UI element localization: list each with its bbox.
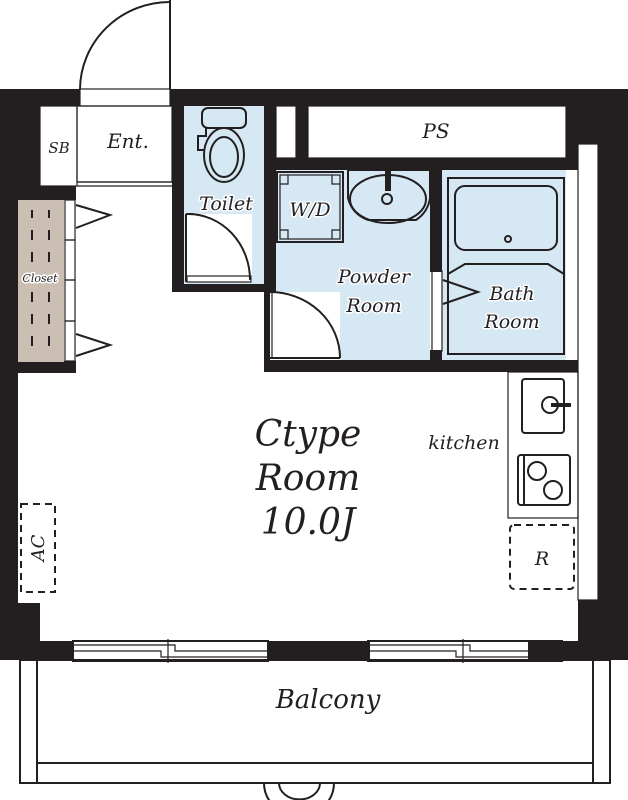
toilet-label: Toilet (199, 193, 253, 215)
bath-room-label-1: Bath (488, 283, 534, 305)
closet-doors[interactable] (64, 199, 114, 362)
room-name-label: Room (255, 458, 361, 499)
shoe-box: SB (39, 105, 78, 187)
washer-dryer-label: W/D (289, 199, 330, 221)
washer-dryer: W/D (276, 171, 344, 243)
toilet-icon (197, 107, 247, 183)
toilet-door[interactable] (185, 213, 252, 283)
sink-icon (347, 169, 431, 224)
entrance: Ent. (76, 105, 173, 187)
refrigerator-space: R (509, 524, 575, 590)
pipe-space-label: PS (421, 119, 449, 143)
entrance-door[interactable] (79, 0, 171, 107)
bath-door[interactable] (431, 270, 482, 352)
entrance-label: Ent. (106, 129, 149, 153)
balcony-label: Balcony (275, 685, 381, 715)
powder-room-label-1: Powder (337, 266, 412, 288)
bath-room: Bath Room (430, 170, 566, 364)
kitchen-sink-icon (521, 378, 571, 434)
powder-room: W/D Powder Room (264, 169, 578, 372)
kitchen: kitchen (428, 371, 579, 519)
air-conditioner-label: AC (28, 534, 49, 563)
room-type-label: Ctype (255, 414, 362, 455)
closet-label: Closet (22, 272, 58, 285)
drain-icon (263, 782, 335, 800)
powder-room-door[interactable] (265, 291, 341, 360)
closet: Closet (0, 186, 114, 373)
shoe-box-label: SB (48, 139, 69, 157)
pipe-space: PS (275, 105, 599, 601)
balcony: Balcony (19, 659, 611, 800)
bathtub-icon (447, 185, 565, 275)
outer-walls (0, 89, 628, 660)
stove-icon (517, 454, 571, 506)
kitchen-label: kitchen (428, 432, 500, 454)
powder-room-label-2: Room (345, 295, 401, 317)
air-conditioner: AC (20, 503, 56, 593)
refrigerator-label: R (534, 548, 549, 570)
main-room: Ctype Room 10.0J (255, 414, 362, 543)
room-size-label: 10.0J (261, 502, 358, 543)
toilet-room: Toilet (172, 106, 276, 292)
bath-room-label-2: Room (483, 311, 539, 333)
